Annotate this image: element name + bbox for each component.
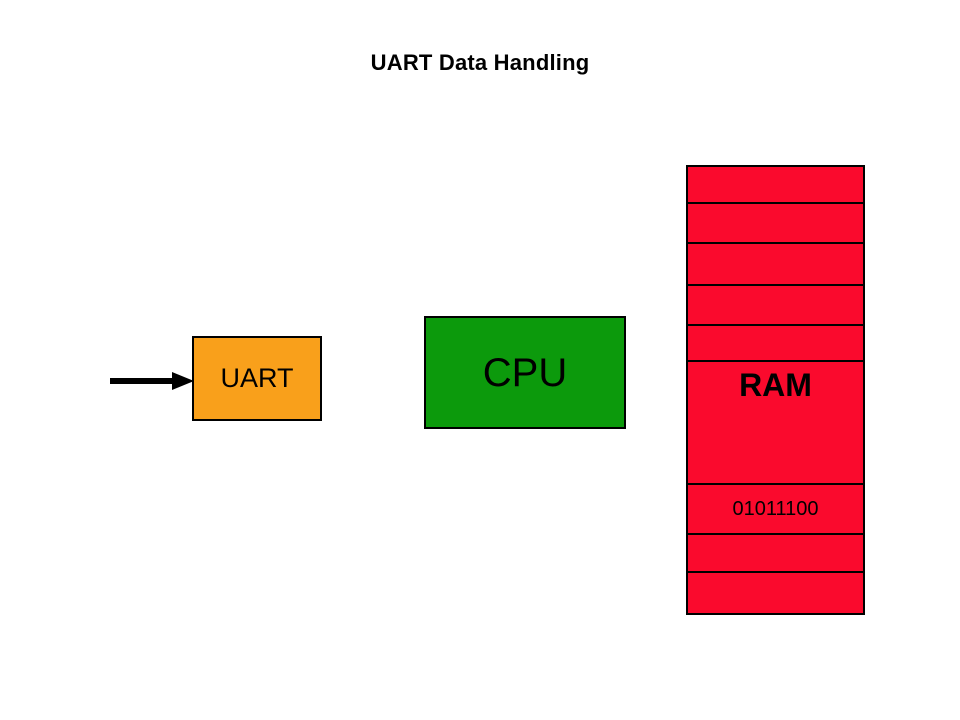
ram-cell[interactable] bbox=[688, 573, 863, 613]
node-cpu-label: CPU bbox=[482, 350, 568, 395]
ram-cell[interactable] bbox=[688, 203, 863, 245]
ram-cell[interactable] bbox=[688, 325, 863, 363]
node-ram[interactable]: RAM 01011100 bbox=[686, 165, 865, 615]
node-cpu[interactable]: CPU bbox=[424, 316, 626, 429]
node-uart[interactable]: UART bbox=[192, 336, 322, 421]
diagram-title: UART Data Handling bbox=[370, 50, 590, 75]
node-ram-label: RAM bbox=[739, 366, 812, 403]
ram-cell-data[interactable]: 01011100 bbox=[688, 485, 863, 535]
ram-cell[interactable] bbox=[688, 244, 863, 286]
ram-cell-title[interactable]: RAM bbox=[688, 362, 863, 486]
input-arrow-icon bbox=[110, 372, 194, 390]
ram-cell[interactable] bbox=[688, 167, 863, 204]
ram-cell[interactable] bbox=[688, 285, 863, 326]
ram-cell[interactable] bbox=[688, 534, 863, 574]
ram-cell-binary-value: 01011100 bbox=[732, 497, 819, 520]
node-uart-label: UART bbox=[220, 363, 294, 393]
